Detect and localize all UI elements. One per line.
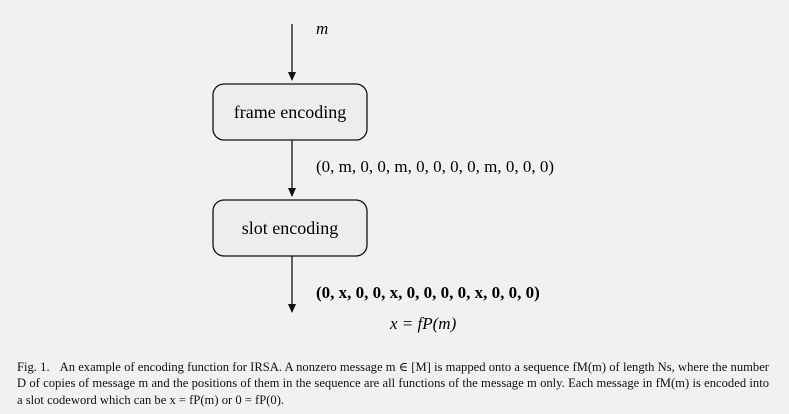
slot-encoding-box — [212, 199, 368, 257]
frame-encoding-box — [212, 83, 368, 141]
codeword-equation: x = fP(m) — [389, 314, 457, 333]
message-sequence-label: (0, m, 0, 0, m, 0, 0, 0, 0, m, 0, 0, 0) — [316, 157, 554, 176]
input-label: m — [316, 19, 328, 38]
figure-caption: Fig. 1.An example of encoding function f… — [17, 359, 769, 408]
figure-label: Fig. 1. — [17, 360, 50, 374]
caption-text: An example of encoding function for IRSA… — [17, 360, 769, 407]
encoding-flow-diagram: m frame encoding (0, m, 0, 0, m, 0, 0, 0… — [212, 19, 554, 333]
frame-encoding-label: frame encoding — [234, 102, 346, 122]
codeword-sequence-label: (0, x, 0, 0, x, 0, 0, 0, 0, x, 0, 0, 0) — [316, 283, 540, 302]
slot-encoding-label: slot encoding — [242, 218, 339, 238]
